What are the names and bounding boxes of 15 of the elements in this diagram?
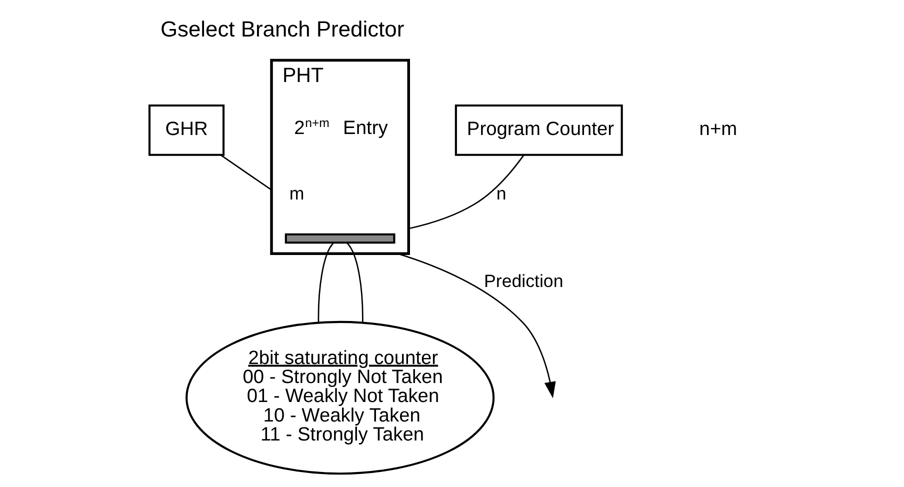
- connector: [408, 154, 524, 230]
- node-bar: [284, 233, 395, 244]
- connector: [317, 242, 334, 323]
- edge-label: m: [288, 183, 304, 204]
- edge-label: Prediction: [484, 271, 563, 292]
- node-box: GHR: [148, 104, 224, 156]
- arrow: [396, 252, 556, 398]
- edge-label: n: [496, 183, 506, 204]
- connector: [346, 242, 363, 323]
- node-ellipse: 2bit saturating counter 00 - Strongly Not Taken 01 - Weakly Not Taken 10 - Weakly Taken 11 - Strongly Taken: [185, 320, 494, 475]
- diagram-title: Gselect Branch Predictor: [160, 16, 404, 42]
- connector: [220, 154, 272, 191]
- label: n+m: [698, 119, 737, 140]
- node-label: 2$^{n+m}$ Entry: [294, 116, 388, 139]
- node-box: Program Counter: [454, 104, 622, 156]
